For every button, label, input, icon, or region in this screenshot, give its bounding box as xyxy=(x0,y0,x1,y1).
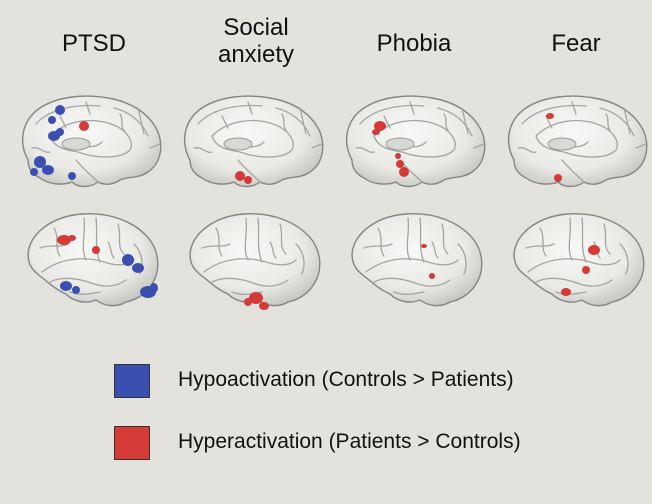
hyperactivation-swatch xyxy=(114,426,150,460)
column-title-ptsd: PTSD xyxy=(19,30,169,57)
brain-phobia-top xyxy=(345,95,486,188)
hypoactivation-label: Hypoactivation (Controls > Patients) xyxy=(178,368,514,391)
column-title-social-line1: Social xyxy=(223,14,289,41)
hypoactivation-swatch xyxy=(114,364,150,398)
brain-phobia-bottom xyxy=(351,213,483,307)
column-title-fear: Fear xyxy=(501,30,651,57)
column-title-social-line2: anxiety xyxy=(217,41,295,68)
column-title-phobia: Phobia xyxy=(339,30,489,57)
column-title-social-anxiety: Social anxiety xyxy=(181,14,331,68)
brain-fear-top xyxy=(507,95,648,188)
hyperactivation-label: Hyperactivation (Patients > Controls) xyxy=(178,430,521,453)
column-title-fear-text: Fear xyxy=(551,30,601,57)
brain-ptsd-top xyxy=(21,95,162,188)
column-title-ptsd-text: PTSD xyxy=(61,30,126,57)
brain-social-anxiety-bottom xyxy=(189,213,321,310)
brain-social-anxiety-top xyxy=(183,95,324,188)
column-title-phobia-text: Phobia xyxy=(376,30,452,57)
brain-ptsd-bottom xyxy=(27,213,159,307)
brain-fear-bottom xyxy=(513,213,645,307)
